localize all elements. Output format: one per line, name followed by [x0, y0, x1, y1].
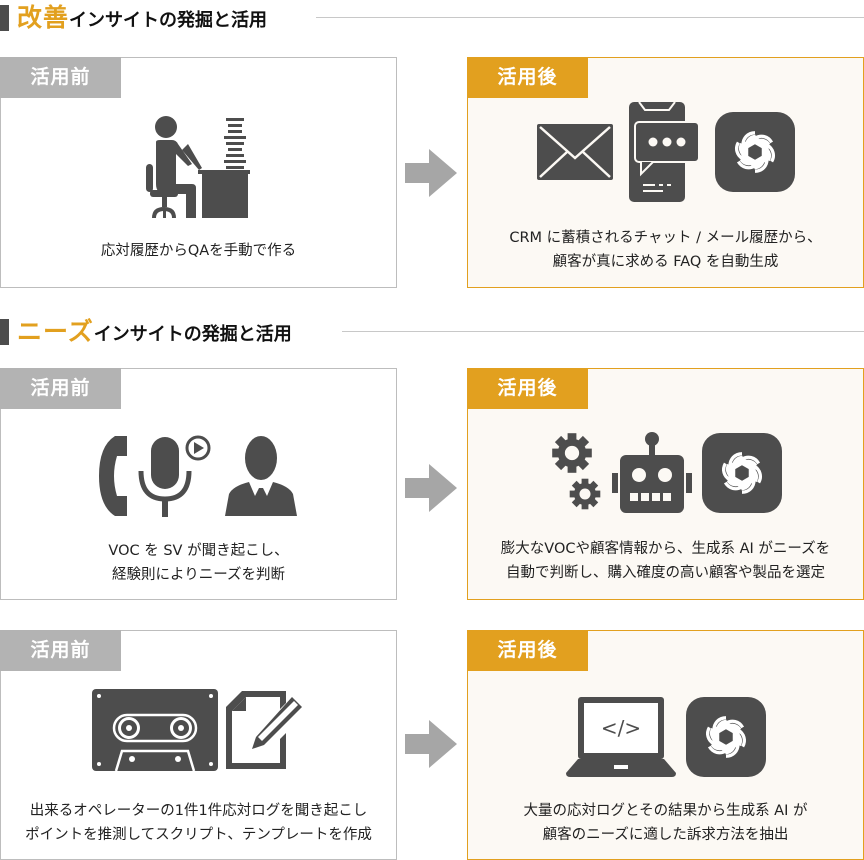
section-title-rest: インサイトの発掘と活用 [69, 10, 268, 31]
caption-line: 顧客のニーズに適した訴求方法を抽出 [542, 827, 789, 843]
after-tab: 活用後 [467, 630, 588, 671]
smartphone-chat-icon [628, 102, 700, 202]
caption-line: VOC を SV が聞き起こし、 [108, 543, 289, 559]
laptop-code-icon: </> [565, 697, 676, 777]
chatgpt-logo-icon [685, 697, 766, 777]
after-caption: 大量の応対ログとその結果から生成系 AI が 顧客のニーズに適した訴求方法を抽出 [468, 799, 863, 847]
caption-line: ポイントを推測してスクリプト、テンプレートを作成 [25, 827, 372, 843]
arrow-right-icon [405, 149, 457, 197]
caption-line: 経験則によりニーズを判断 [112, 567, 285, 583]
before-card-faq: 活用前 [0, 57, 397, 288]
after-tab: 活用後 [467, 57, 588, 98]
icon-group [1, 689, 396, 771]
svg-text:</>: </> [600, 716, 640, 740]
chatgpt-logo-icon [714, 112, 795, 192]
after-caption: 膨大なVOCや顧客情報から、生成系 AI がニーズを 自動で判断し、購入確度の高… [468, 537, 863, 585]
before-card-script: 活用前 出来るオペレーターの1件1件応対ログを聞き起こ [0, 630, 397, 860]
caption-line: 応対履歴からQAを手動で作る [100, 243, 297, 259]
heading-bar [0, 319, 9, 345]
after-card-faq: 活用後 CRM に蓄積されるチャット / メール履歴から、 顧客が真に求める F… [467, 57, 864, 288]
caption-line: 顧客が真に求める FAQ を自動生成 [552, 254, 779, 270]
before-tab: 活用前 [0, 630, 121, 671]
heading-rule-line [342, 331, 864, 332]
person-at-desk-icon [145, 116, 250, 218]
arrow-right-icon [405, 720, 457, 768]
icon-group [468, 102, 863, 202]
section-heading-kaizen: 改善インサイトの発掘と活用 [0, 3, 864, 33]
before-tab: 活用前 [0, 57, 121, 98]
icon-group: </> [468, 697, 863, 777]
phone-handset-icon [98, 436, 127, 516]
arrow-right-icon [405, 464, 457, 512]
after-card-needs: 活用後 膨大なVOCや顧客情報から、生成系 AI がニーズを 自動で判断し、購入… [467, 368, 864, 600]
caption-line: 出来るオペレーターの1件1件応対ログを聞き起こし [29, 803, 368, 819]
microphone-play-icon [138, 435, 210, 517]
envelope-icon [536, 124, 613, 180]
after-caption: CRM に蓄積されるチャット / メール履歴から、 顧客が真に求める FAQ を… [468, 226, 863, 274]
section-title: ニーズインサイトの発掘と活用 [17, 317, 292, 350]
icon-group [468, 431, 863, 515]
caption-line: 膨大なVOCや顧客情報から、生成系 AI がニーズを [500, 541, 831, 557]
section-title-accent: 改善 [17, 3, 70, 32]
before-tab: 活用前 [0, 368, 121, 409]
gears-icon [551, 433, 600, 510]
section-title: 改善インサイトの発掘と活用 [17, 3, 267, 36]
icon-group [1, 114, 396, 220]
robot-icon [611, 432, 692, 513]
before-caption: 出来るオペレーターの1件1件応対ログを聞き起こし ポイントを推測してスクリプト、… [1, 799, 396, 847]
caption-line: 自動で判断し、購入確度の高い顧客や製品を選定 [506, 565, 825, 581]
caption-line: CRM に蓄積されるチャット / メール履歴から、 [509, 230, 822, 246]
after-tab: 活用後 [467, 368, 588, 409]
heading-bar [0, 5, 9, 31]
section-title-rest: インサイトの発掘と活用 [93, 324, 292, 345]
after-card-appeal: 活用後 </> 大量の応対ログとその結果から生成系 AI が 顧客のニーズに適し… [467, 630, 864, 860]
heading-rule-line [316, 17, 864, 18]
before-caption: VOC を SV が聞き起こし、 経験則によりニーズを判断 [1, 539, 396, 587]
caption-line: 大量の応対ログとその結果から生成系 AI が [523, 803, 808, 819]
icon-group [1, 435, 396, 517]
businessman-icon [224, 436, 297, 516]
cassette-tape-icon [91, 689, 218, 771]
section-title-accent: ニーズ [17, 317, 94, 346]
before-caption: 応対履歴からQAを手動で作る [1, 239, 396, 263]
document-edit-icon [225, 691, 302, 769]
chatgpt-logo-icon [701, 433, 782, 513]
before-card-voc: 活用前 VOC を SV が聞き起こし、 経験則によりニーズを判断 [0, 368, 397, 600]
section-heading-needs: ニーズインサイトの発掘と活用 [0, 317, 864, 347]
